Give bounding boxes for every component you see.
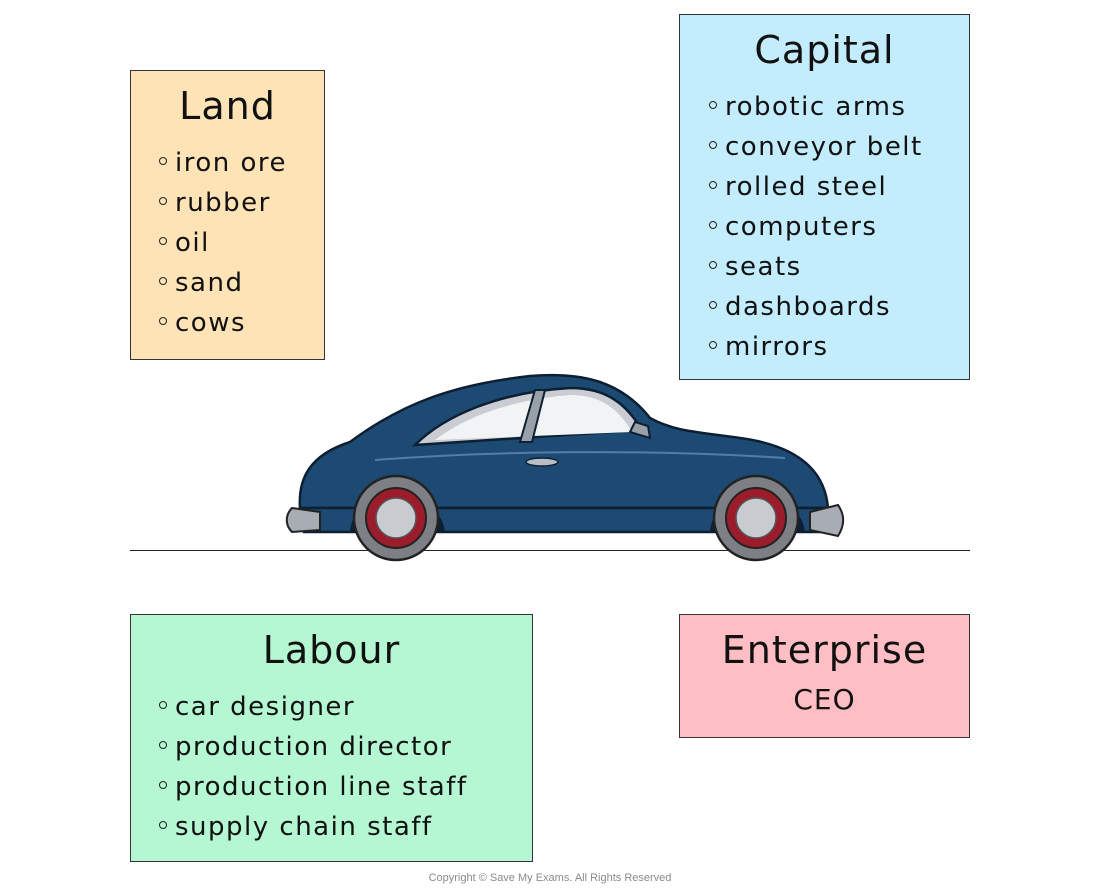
list-item: production director [159,727,468,767]
bullet-icon [709,340,717,349]
bullet-icon [159,276,167,285]
bullet-icon [159,156,167,165]
list-item: iron ore [159,143,287,183]
bullet-icon [159,236,167,245]
front-bumper [809,503,845,538]
rear-wheel [352,474,440,562]
capital-title: Capital [754,28,895,72]
labour-title: Labour [262,628,401,672]
labour-box: Labour car designer production director … [130,614,533,862]
bullet-icon [159,820,167,829]
bullet-icon [159,780,167,789]
enterprise-title: Enterprise [721,628,928,672]
list-item: mirrors [709,327,923,367]
land-title: Land [179,84,276,128]
list-item: conveyor belt [709,127,923,167]
list-item: cows [159,303,287,343]
capital-box: Capital robotic arms conveyor belt rolle… [679,14,970,380]
list-item: oil [159,223,287,263]
bullet-icon [709,220,717,229]
list-item: dashboards [709,287,923,327]
bullet-icon [159,700,167,709]
rear-bumper [285,506,321,534]
list-item: supply chain staff [159,807,468,847]
bullet-icon [159,196,167,205]
enterprise-box: Enterprise CEO [679,614,970,738]
enterprise-subtitle: CEO [793,683,856,716]
car-body [298,373,830,510]
bullet-icon [709,180,717,189]
bullet-icon [159,316,167,325]
bullet-icon [709,100,717,109]
bullet-icon [709,300,717,309]
land-list: iron ore rubber oil sand cows [159,143,287,343]
list-item: rolled steel [709,167,923,207]
list-item: rubber [159,183,287,223]
ground-line [130,550,970,551]
bullet-icon [159,740,167,749]
land-box: Land iron ore rubber oil sand cows [130,70,325,360]
bullet-icon [709,260,717,269]
bullet-icon [709,140,717,149]
car-icon [285,373,845,562]
list-item: robotic arms [709,87,923,127]
copyright-text: Copyright © Save My Exams. All Rights Re… [428,872,672,884]
list-item: production line staff [159,767,468,807]
list-item: car designer [159,687,468,727]
capital-list: robotic arms conveyor belt rolled steel … [709,87,923,367]
front-wheel [712,474,800,562]
list-item: seats [709,247,923,287]
labour-list: car designer production director product… [159,687,468,847]
list-item: sand [159,263,287,303]
list-item: computers [709,207,923,247]
